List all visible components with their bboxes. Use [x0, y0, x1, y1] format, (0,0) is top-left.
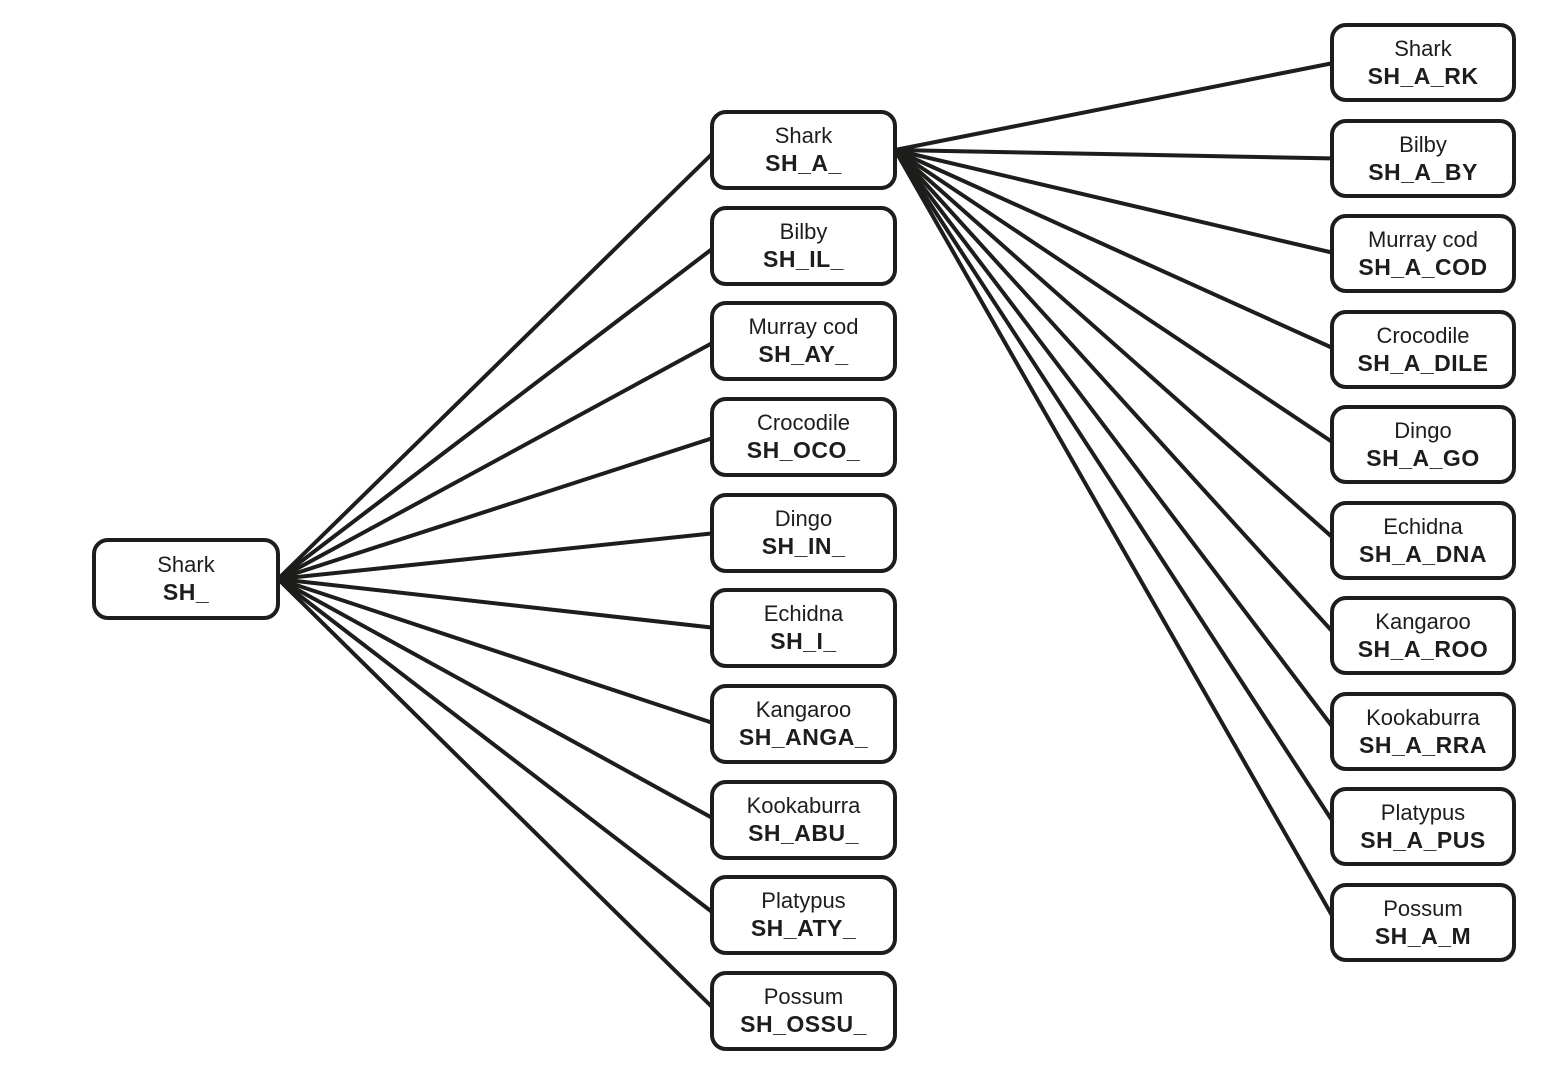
node-animal-name: Echidna — [763, 601, 844, 626]
node-l2-bilby: Bilby SH_IL_ — [710, 206, 897, 286]
node-l3-echidna: Echidna SH_A_DNA — [1330, 501, 1516, 580]
node-word-pattern: SH_A_DNA — [1359, 540, 1487, 567]
node-animal-name: Kangaroo — [755, 697, 852, 722]
node-word-pattern: SH_A_GO — [1366, 444, 1480, 471]
edge-l2-0-to-l3-3 — [893, 148, 1338, 352]
edge-l2-0-to-l3-4 — [893, 148, 1338, 447]
node-animal-name: Kangaroo — [1375, 608, 1471, 634]
node-word-pattern: SH_A_M — [1374, 922, 1472, 949]
edge-root-to-l2-8 — [276, 577, 718, 917]
edge-l2-0-to-l3-1 — [893, 148, 1338, 161]
node-animal-name: Bilby — [1399, 131, 1447, 157]
node-l2-dingo: Dingo SH_IN_ — [710, 493, 897, 573]
node-word-pattern: SH_IN_ — [761, 533, 846, 559]
node-animal-name: Dingo — [1394, 417, 1452, 443]
edge-root-to-l2-2 — [276, 339, 718, 581]
node-animal-name: Echidna — [1383, 513, 1463, 539]
node-animal-name: Bilby — [779, 219, 828, 244]
node-l2-crocodile: Crocodile SH_OCO_ — [710, 397, 897, 477]
node-animal-name: Dingo — [774, 506, 833, 531]
node-word-pattern: SH_A_RK — [1367, 62, 1479, 89]
node-word-pattern: SH_A_BY — [1368, 158, 1478, 185]
node-word-pattern: SH_OSSU_ — [740, 1011, 867, 1037]
edge-root-to-l2-4 — [276, 531, 718, 581]
edge-l2-0-to-l3-8 — [893, 148, 1338, 829]
edge-root-to-l2-6 — [276, 577, 718, 726]
node-animal-name: Shark — [157, 552, 215, 577]
node-animal-name: Possum — [763, 984, 844, 1009]
node-word-pattern: SH_A_RRA — [1359, 731, 1487, 758]
node-word-pattern: SH_ATY_ — [750, 915, 857, 941]
node-l3-kookaburra: Kookaburra SH_A_RRA — [1330, 692, 1516, 771]
node-animal-name: Shark — [774, 123, 833, 148]
node-root-shark: Shark SH_ — [92, 538, 280, 620]
node-animal-name: Kookaburra — [746, 793, 861, 818]
node-word-pattern: SH_ANGA_ — [738, 724, 869, 750]
node-animal-name: Possum — [1383, 895, 1463, 921]
node-l2-murray-cod: Murray cod SH_AY_ — [710, 301, 897, 381]
edge-l2-0-to-l3-6 — [893, 148, 1338, 638]
node-l3-kangaroo: Kangaroo SH_A_ROO — [1330, 596, 1516, 675]
node-l2-kookaburra: Kookaburra SH_ABU_ — [710, 780, 897, 860]
edge-l2-0-to-l3-5 — [893, 148, 1338, 543]
edge-root-to-l2-7 — [276, 577, 718, 822]
node-l3-murray-cod: Murray cod SH_A_COD — [1330, 214, 1516, 293]
node-l3-bilby: Bilby SH_A_BY — [1330, 119, 1516, 198]
node-word-pattern: SH_IL_ — [763, 246, 844, 272]
node-animal-name: Platypus — [761, 888, 846, 913]
node-word-pattern: SH_I_ — [770, 628, 837, 654]
edge-root-to-l2-5 — [276, 577, 718, 630]
node-animal-name: Murray cod — [748, 314, 859, 339]
edge-l2-0-to-l3-7 — [893, 148, 1338, 734]
node-l2-shark: Shark SH_A_ — [710, 110, 897, 190]
edge-root-to-l2-1 — [276, 244, 718, 581]
node-l2-platypus: Platypus SH_ATY_ — [710, 875, 897, 955]
node-word-pattern: SH_A_ROO — [1357, 635, 1489, 662]
node-l3-dingo: Dingo SH_A_GO — [1330, 405, 1516, 484]
edge-l2-0-to-l3-2 — [893, 148, 1338, 256]
node-word-pattern: SH_AY_ — [758, 341, 849, 367]
node-animal-name: Crocodile — [757, 410, 850, 435]
node-animal-name: Crocodile — [1376, 322, 1470, 348]
node-word-pattern: SH_ABU_ — [748, 820, 859, 846]
node-word-pattern: SH_OCO_ — [746, 437, 861, 463]
edge-root-to-l2-3 — [276, 435, 718, 581]
node-word-pattern: SH_A_COD — [1358, 253, 1488, 280]
node-l3-platypus: Platypus SH_A_PUS — [1330, 787, 1516, 866]
node-l2-kangaroo: Kangaroo SH_ANGA_ — [710, 684, 897, 764]
node-word-pattern: SH_A_DILE — [1357, 349, 1489, 376]
edge-root-to-l2-9 — [276, 577, 718, 1013]
edge-l2-0-to-l3-0 — [893, 60, 1338, 152]
node-l3-shark: Shark SH_A_RK — [1330, 23, 1516, 102]
node-word-pattern: SH_ — [162, 579, 210, 605]
edge-root-to-l2-0 — [276, 148, 718, 581]
node-l3-crocodile: Crocodile SH_A_DILE — [1330, 310, 1516, 389]
node-animal-name: Shark — [1394, 35, 1452, 61]
node-word-pattern: SH_A_ — [765, 150, 842, 176]
node-animal-name: Murray cod — [1367, 226, 1479, 252]
node-word-pattern: SH_A_PUS — [1360, 826, 1486, 853]
node-l3-possum: Possum SH_A_M — [1330, 883, 1516, 962]
node-l2-possum: Possum SH_OSSU_ — [710, 971, 897, 1051]
node-animal-name: Platypus — [1380, 799, 1466, 825]
edge-l2-0-to-l3-9 — [893, 148, 1338, 925]
node-l2-echidna: Echidna SH_I_ — [710, 588, 897, 668]
node-animal-name: Kookaburra — [1366, 704, 1480, 730]
